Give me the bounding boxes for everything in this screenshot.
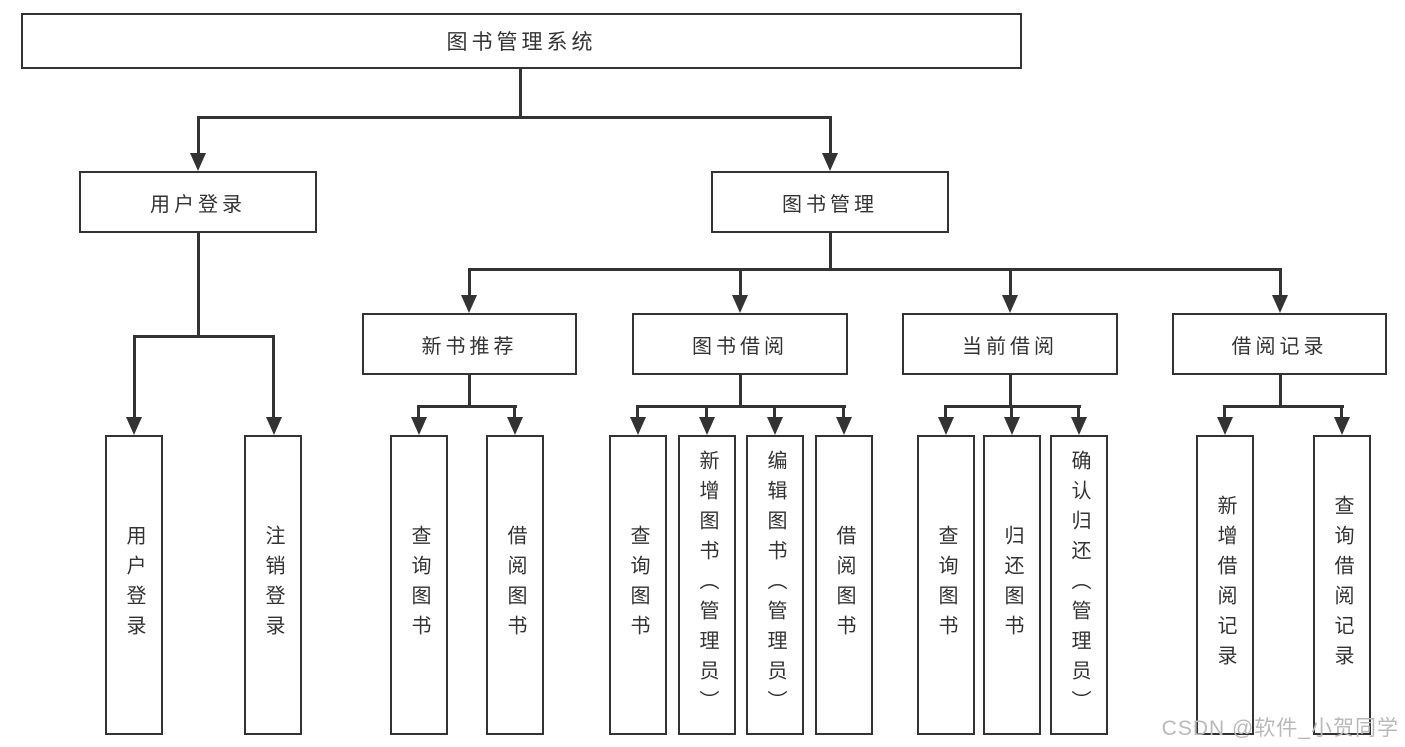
connector-vline bbox=[197, 233, 200, 338]
node-borrow-record-label: 借阅记录 bbox=[1231, 335, 1328, 358]
connector-vline bbox=[705, 405, 708, 421]
connector-vline bbox=[513, 405, 516, 421]
arrowhead-down-icon bbox=[836, 417, 852, 435]
connector-vline bbox=[1010, 405, 1013, 421]
connector-vline bbox=[468, 375, 471, 408]
connector-vline bbox=[417, 405, 420, 421]
leaf-logout: 注销登录 bbox=[244, 435, 302, 735]
leaf-borrow-books-2-label: 借阅图书 bbox=[833, 525, 855, 645]
leaf-query-books-3: 查询图书 bbox=[917, 435, 975, 735]
leaf-add-borrow-record: 新增借阅记录 bbox=[1196, 435, 1254, 735]
arrowhead-down-icon bbox=[732, 295, 748, 313]
connector-vline bbox=[739, 268, 742, 298]
connector-vline bbox=[272, 335, 275, 419]
leaf-query-books-2-label: 查询图书 bbox=[627, 525, 649, 645]
leaf-query-books-1: 查询图书 bbox=[390, 435, 448, 735]
node-root-system: 图书管理系统 bbox=[21, 13, 1022, 69]
leaf-query-borrow-record-label: 查询借阅记录 bbox=[1331, 495, 1353, 675]
leaf-query-books-3-label: 查询图书 bbox=[935, 525, 957, 645]
node-root-label: 图书管理系统 bbox=[446, 31, 597, 54]
arrowhead-down-icon bbox=[1002, 295, 1018, 313]
connector-hline bbox=[468, 268, 1282, 271]
leaf-edit-book-admin: 编辑图书（管理员） bbox=[746, 435, 804, 735]
connector-hline bbox=[197, 116, 831, 119]
connector-vline bbox=[773, 405, 776, 421]
node-new-book-recommend: 新书推荐 bbox=[362, 313, 577, 375]
connector-vline bbox=[519, 69, 522, 117]
arrowhead-down-icon bbox=[1334, 417, 1350, 435]
connector-vline bbox=[1340, 405, 1343, 421]
leaf-add-book-admin: 新增图书（管理员） bbox=[678, 435, 736, 735]
leaf-user-login: 用户登录 bbox=[105, 435, 163, 735]
leaf-edit-book-admin-label: 编辑图书（管理员） bbox=[764, 450, 786, 720]
connector-vline bbox=[468, 268, 471, 298]
leaf-borrow-books-1-label: 借阅图书 bbox=[504, 525, 526, 645]
leaf-query-books-2: 查询图书 bbox=[609, 435, 667, 735]
leaf-query-borrow-record: 查询借阅记录 bbox=[1313, 435, 1371, 735]
arrowhead-down-icon bbox=[767, 417, 783, 435]
watermark: CSDN @软件_小贺同学 bbox=[1161, 717, 1399, 740]
arrowhead-down-icon bbox=[1071, 417, 1087, 435]
arrowhead-down-icon bbox=[630, 417, 646, 435]
leaf-return-book-label: 归还图书 bbox=[1001, 525, 1023, 645]
arrowhead-down-icon bbox=[822, 153, 838, 171]
leaf-borrow-books-1: 借阅图书 bbox=[486, 435, 544, 735]
connector-vline bbox=[1009, 268, 1012, 298]
leaf-add-book-admin-label: 新增图书（管理员） bbox=[696, 450, 718, 720]
node-book-borrow-label: 图书借阅 bbox=[692, 335, 788, 358]
connector-vline bbox=[1009, 375, 1012, 408]
arrowhead-down-icon bbox=[1217, 417, 1233, 435]
node-user-login-module: 用户登录 bbox=[79, 171, 317, 233]
connector-vline bbox=[842, 405, 845, 421]
connector-hline bbox=[133, 335, 275, 338]
leaf-confirm-return-admin: 确认归还（管理员） bbox=[1050, 435, 1108, 735]
leaf-borrow-books-2: 借阅图书 bbox=[815, 435, 873, 735]
node-book-management-module: 图书管理 bbox=[711, 171, 949, 233]
connector-vline bbox=[829, 233, 832, 271]
leaf-confirm-return-admin-label: 确认归还（管理员） bbox=[1068, 450, 1090, 720]
connector-vline bbox=[197, 116, 200, 155]
node-current-borrow: 当前借阅 bbox=[902, 313, 1118, 375]
node-user-login-label: 用户登录 bbox=[150, 193, 246, 216]
connector-hline bbox=[417, 405, 517, 408]
leaf-logout-label: 注销登录 bbox=[262, 525, 284, 645]
node-book-management-label: 图书管理 bbox=[782, 193, 878, 216]
connector-vline bbox=[829, 116, 832, 155]
arrowhead-down-icon bbox=[190, 153, 206, 171]
node-book-borrow: 图书借阅 bbox=[632, 313, 848, 375]
connector-vline bbox=[739, 375, 742, 408]
leaf-return-book: 归还图书 bbox=[983, 435, 1041, 735]
connector-hline bbox=[636, 405, 846, 408]
node-borrow-record: 借阅记录 bbox=[1172, 313, 1387, 375]
arrowhead-down-icon bbox=[938, 417, 954, 435]
leaf-add-borrow-record-label: 新增借阅记录 bbox=[1214, 495, 1236, 675]
connector-vline bbox=[636, 405, 639, 421]
connector-vline bbox=[1077, 405, 1080, 421]
arrowhead-down-icon bbox=[126, 417, 142, 435]
leaf-query-books-1-label: 查询图书 bbox=[408, 525, 430, 645]
arrowhead-down-icon bbox=[1004, 417, 1020, 435]
arrowhead-down-icon bbox=[1272, 295, 1288, 313]
connector-hline bbox=[1223, 405, 1344, 408]
arrowhead-down-icon bbox=[266, 417, 282, 435]
connector-vline bbox=[1279, 268, 1282, 298]
node-new-book-recommend-label: 新书推荐 bbox=[421, 335, 518, 358]
node-current-borrow-label: 当前借阅 bbox=[962, 335, 1058, 358]
connector-vline bbox=[944, 405, 947, 421]
arrowhead-down-icon bbox=[507, 417, 523, 435]
arrowhead-down-icon bbox=[411, 417, 427, 435]
connector-vline bbox=[133, 335, 136, 419]
leaf-user-login-label: 用户登录 bbox=[123, 525, 145, 645]
arrowhead-down-icon bbox=[699, 417, 715, 435]
connector-vline bbox=[1223, 405, 1226, 421]
arrowhead-down-icon bbox=[461, 295, 477, 313]
connector-vline bbox=[1279, 375, 1282, 408]
